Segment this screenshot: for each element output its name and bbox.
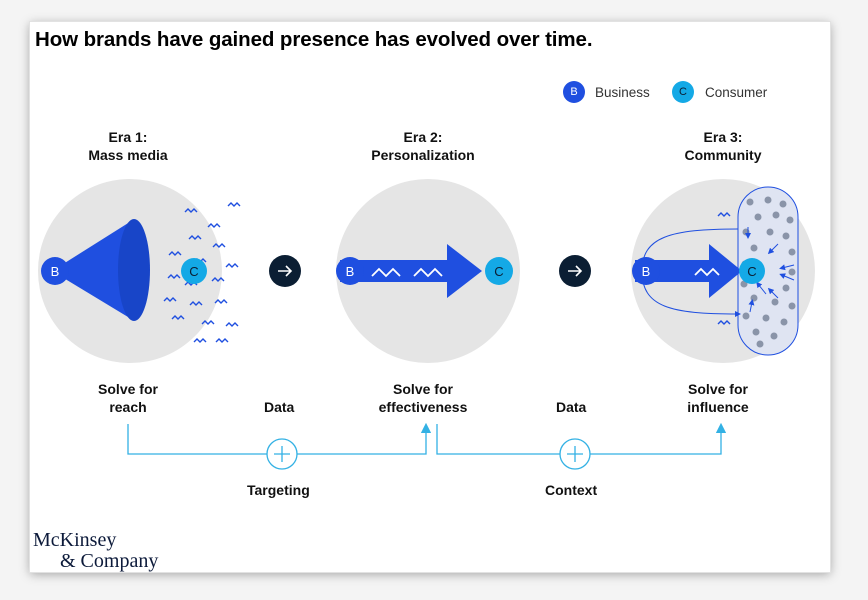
plus-icon [559, 438, 591, 470]
logo-line-1: McKinsey [33, 529, 117, 551]
era-3-large-arrow-icon [635, 244, 742, 298]
era-3-business-badge [632, 257, 660, 285]
era-3-name: Era 3: [703, 129, 743, 145]
era-1-illustration: B C [38, 179, 241, 363]
legend-consumer-label: Consumer [705, 85, 768, 100]
era-2-heading: Era 2: Personalization [343, 128, 503, 164]
era-2-solve-line1: Solve for [393, 381, 453, 397]
arrow-right-icon [269, 255, 301, 287]
era-1-solve-label: Solve for reach [48, 380, 208, 416]
era-1-consumer-badge-label: C [189, 264, 198, 279]
era-1-wave-icons [163, 202, 241, 343]
mckinsey-logo: McKinsey & Company [33, 530, 158, 572]
era-3-solve-line1: Solve for [688, 381, 748, 397]
era-3-heading: Era 3: Community [643, 128, 803, 164]
era-3-illustration: B C [631, 179, 815, 363]
brand-presence-diagram: B C B C [38, 179, 815, 470]
page-title: How brands have gained presence has evol… [35, 28, 593, 51]
transition-1-data-label: Data [264, 399, 295, 415]
era-2-subtitle: Personalization [371, 147, 475, 163]
community-pill-icon [737, 186, 799, 356]
era-1-business-badge-label: B [51, 264, 60, 279]
era-1-subtitle: Mass media [88, 147, 168, 163]
era-2-solve-line2: effectiveness [378, 399, 468, 415]
era-2-business-badge-label: B [346, 264, 355, 279]
era-1-heading: Era 1: Mass media [48, 128, 208, 164]
era-2-consumer-badge [485, 257, 513, 285]
legend-business-badge: B [563, 81, 585, 103]
large-arrow-icon [340, 244, 482, 298]
megaphone-icon [52, 219, 150, 321]
era-3-consumer-badge [739, 258, 765, 284]
legend-consumer-badge: C [672, 81, 694, 103]
era-1-solve-line2: reach [109, 399, 147, 415]
era-3-business-badge-label: B [642, 264, 651, 279]
transition-2-data-label: Data [556, 399, 587, 415]
era-3-wave-icons [717, 212, 731, 325]
era-3-solve-label: Solve for influence [638, 380, 798, 416]
era-2-solve-label: Solve for effectiveness [343, 380, 503, 416]
transition-1-mechanism-label: Targeting [247, 482, 310, 498]
legend-business-label: Business [595, 85, 650, 100]
logo-line-2: & Company [60, 550, 159, 572]
era-3-wave-icon [694, 267, 720, 277]
era-3-subtitle: Community [684, 147, 762, 163]
plus-icon [266, 438, 298, 470]
era-2-consumer-badge-label: C [494, 264, 503, 279]
era-2-name: Era 2: [403, 129, 443, 145]
era-2-wave-icon [371, 267, 443, 278]
era-3-consumer-badge-label: C [747, 264, 756, 279]
arrow-right-icon [559, 255, 591, 287]
era-1-name: Era 1: [108, 129, 148, 145]
connector-lines [127, 422, 727, 455]
era-2-business-badge [336, 257, 364, 285]
transition-2-mechanism-label: Context [545, 482, 598, 498]
era-1-solve-line1: Solve for [98, 381, 158, 397]
era-2-illustration: B C [336, 179, 520, 363]
era-1-consumer-badge [181, 258, 207, 284]
infographic-card: How brands have gained presence has evol… [30, 22, 830, 572]
era-3-solve-line2: influence [687, 399, 749, 415]
era-1-business-badge [41, 257, 69, 285]
